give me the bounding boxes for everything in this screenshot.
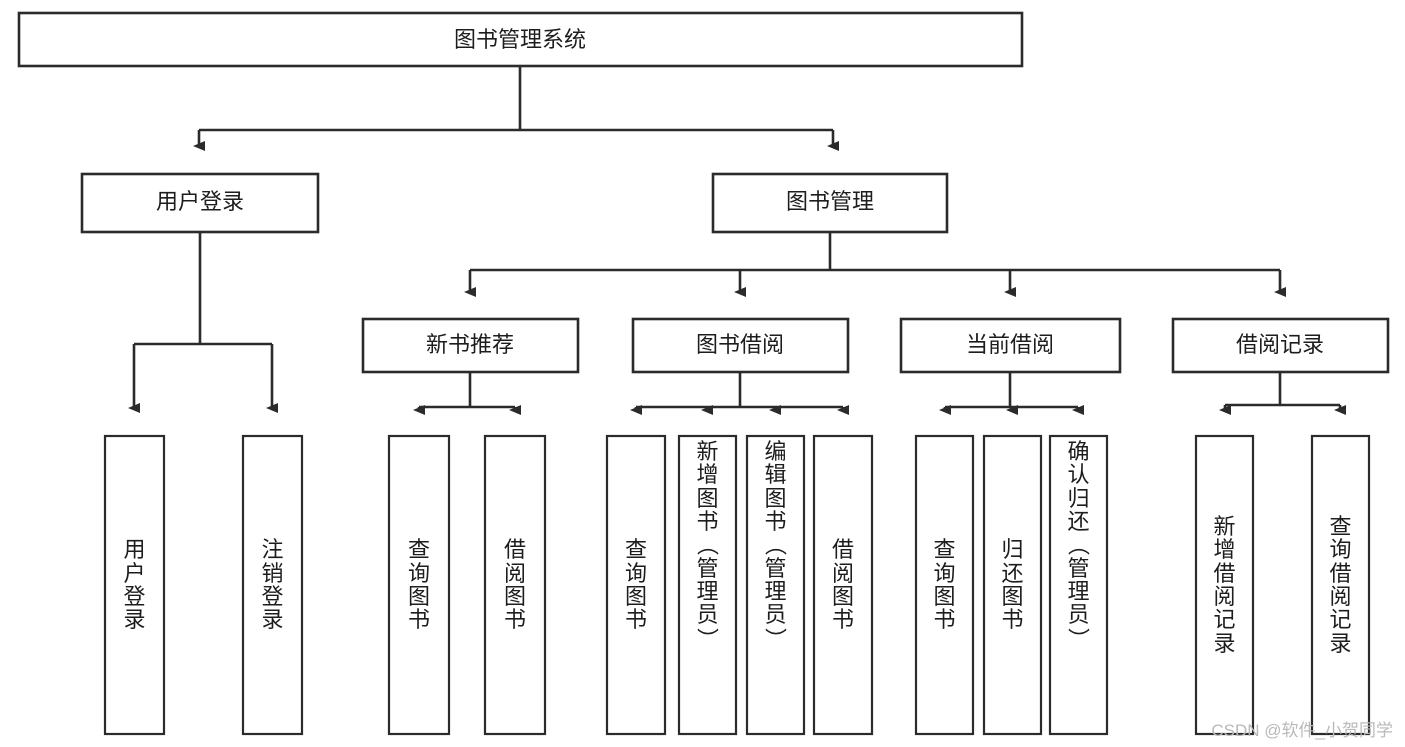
leaf-box-new-book-1[interactable] [483, 434, 547, 736]
node-root-label: 图书管理系统 [454, 27, 586, 52]
node-book-manage-label: 图书管理 [786, 189, 874, 214]
leaf-box-book-borrow-3[interactable] [812, 434, 874, 736]
leaf-box-current-borrow-1[interactable] [982, 434, 1043, 736]
leaf-box-book-borrow-2[interactable] [745, 434, 806, 736]
node-new-book-recommend-box[interactable] [361, 317, 580, 374]
node-book-borrow-label: 图书借阅 [696, 332, 784, 357]
leaf-box-book-borrow-0[interactable] [605, 434, 667, 736]
node-new-book-recommend-label: 新书推荐 [426, 332, 514, 357]
leaf-box-current-borrow-2[interactable] [1048, 434, 1109, 736]
leaf-box-book-borrow-1[interactable] [677, 434, 738, 736]
leaf-box-borrow-record-1[interactable] [1310, 434, 1371, 736]
node-borrow-record-label: 借阅记录 [1236, 332, 1324, 357]
node-root-box[interactable] [17, 11, 1024, 68]
leaf-box-user-login-1[interactable] [241, 434, 304, 736]
node-user-login-label: 用户登录 [156, 189, 244, 214]
leaf-box-current-borrow-0[interactable] [914, 434, 975, 736]
node-current-borrow-label: 当前借阅 [966, 332, 1054, 357]
leaf-box-borrow-record-0[interactable] [1194, 434, 1255, 736]
node-user-login-box[interactable] [80, 172, 320, 234]
leaf-box-new-book-0[interactable] [387, 434, 451, 736]
leaf-box-user-login-0[interactable] [103, 434, 166, 736]
node-current-borrow-box[interactable] [899, 317, 1122, 374]
